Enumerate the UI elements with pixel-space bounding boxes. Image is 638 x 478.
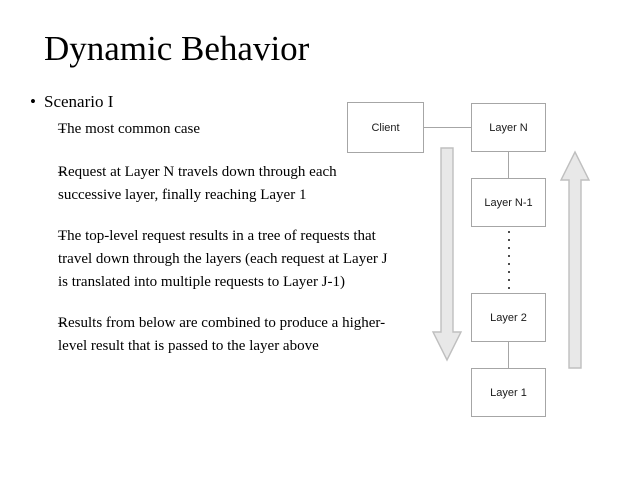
bullet-list: • Scenario I – The most common case – Re… [14,90,414,358]
down-arrow-icon [431,147,463,362]
bullet-marker: – [58,228,66,244]
node-label: Layer N-1 [484,196,533,209]
spacer [14,294,414,308]
list-item: – Request at Layer N travels down throug… [14,161,414,207]
list-item: – The top-level request results in a tre… [14,225,414,294]
connector-client-to-layer-n [424,127,471,128]
bullet-text: Request at Layer N travels down through … [58,164,337,203]
connector-layer-n-to-layer-n-1 [508,152,509,178]
node-label: Layer 1 [490,386,527,399]
up-arrow-icon [559,150,591,369]
connector-layer-2-to-layer-1 [508,342,509,368]
list-item: – Results from below are combined to pro… [14,312,414,358]
ellipsis-dots [507,231,510,289]
bullet-marker: – [58,121,66,137]
bullet-text: Results from below are combined to produ… [58,315,386,354]
spacer [14,141,414,157]
bullet-text: Scenario I [44,92,114,111]
node-layer-n-1[interactable]: Layer N-1 [471,178,546,227]
node-layer-2[interactable]: Layer 2 [471,293,546,342]
node-label: Layer N [489,121,528,134]
bullet-text: The top-level request results in a tree … [58,228,388,290]
node-label: Layer 2 [490,311,527,324]
list-item: • Scenario I [14,90,414,114]
page-title: Dynamic Behavior [44,29,310,68]
bullet-text: The most common case [58,121,201,137]
bullet-marker: – [58,315,66,331]
list-item: – The most common case [14,118,414,141]
bullet-marker: • [30,92,36,111]
bullet-marker: – [58,164,66,180]
node-layer-1[interactable]: Layer 1 [471,368,546,417]
spacer [14,207,414,221]
node-layer-n[interactable]: Layer N [471,103,546,152]
